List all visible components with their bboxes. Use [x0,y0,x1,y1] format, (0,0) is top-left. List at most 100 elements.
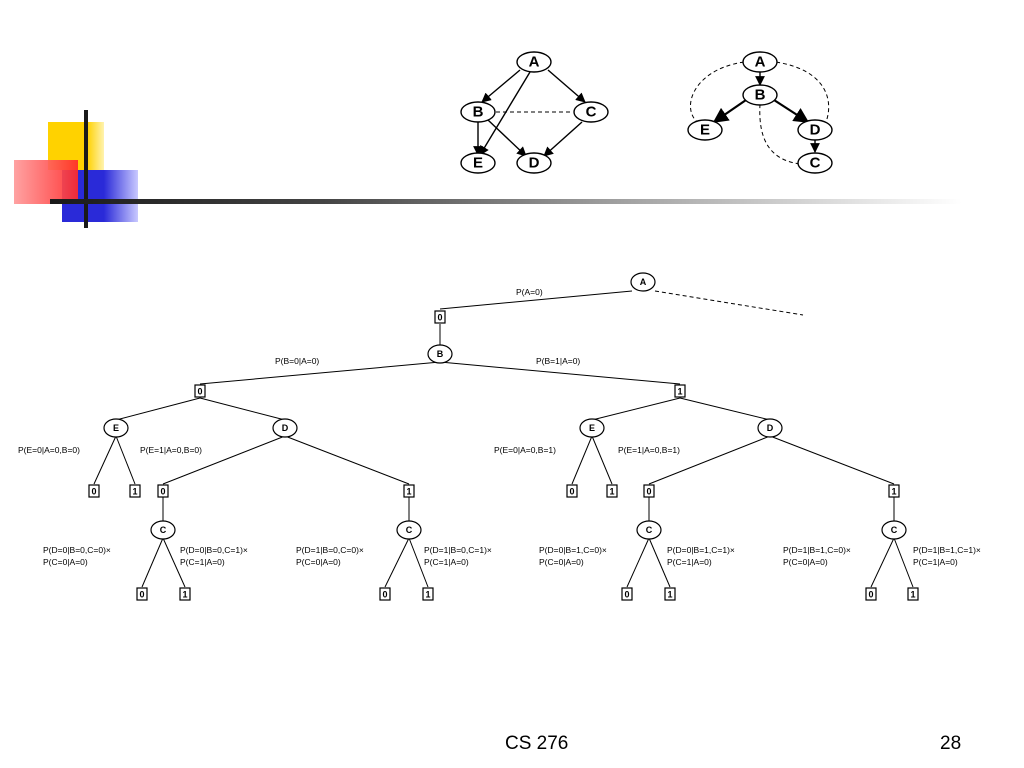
svg-text:B: B [755,87,766,104]
svg-text:C: C [406,525,413,535]
graph-node-c: C [573,101,609,123]
footer-page-number: 28 [940,733,962,754]
value-label-1: 1 [677,387,682,397]
prob-label: P(C=1|A=0) [667,557,712,567]
value-box-1 [606,484,618,498]
prob-label: P(C=1|A=0) [913,557,958,567]
svg-text:C: C [160,525,167,535]
prob-label: P(C=0|A=0) [539,557,584,567]
value-label-0: 0 [160,487,165,497]
decor-vertical-bar [84,110,88,228]
value-box-1 [674,384,686,398]
svg-text:C: C [891,525,898,535]
value-box-0 [621,587,633,601]
value-box-0 [379,587,391,601]
graph-node-b: B [460,101,496,123]
svg-text:C: C [810,155,821,172]
svg-text:D: D [282,423,289,433]
prob-label: P(C=1|A=0) [424,557,469,567]
value-box-1 [422,587,434,601]
svg-text:A: A [529,54,540,71]
tree-node-b: B [427,344,453,364]
svg-text:C: C [586,104,597,121]
tree-node-a: A [630,272,656,292]
prob-label: P(D=1|B=0,C=1)× [424,545,492,555]
value-label-1: 1 [891,487,896,497]
prob-label: P(E=0|A=0,B=1) [494,445,556,455]
prob-label: P(C=0|A=0) [783,557,828,567]
decor-red-block [14,160,78,204]
value-box-0 [194,384,206,398]
tree-node-e: E [103,418,129,438]
pseudo-node-e: E [687,119,723,141]
value-label-1: 1 [425,590,430,600]
prob-label: P(C=1|A=0) [180,557,225,567]
value-label-0: 0 [624,590,629,600]
value-box-0 [434,310,446,324]
value-label-0: 0 [91,487,96,497]
prob-label: P(E=1|A=0,B=1) [618,445,680,455]
prob-label: P(D=0|B=0,C=0)× [43,545,111,555]
value-label-1: 1 [182,590,187,600]
prob-label: P(E=1|A=0,B=0) [140,445,202,455]
prob-label: P(D=0|B=1,C=0)× [539,545,607,555]
value-box-0 [88,484,100,498]
value-box-1 [129,484,141,498]
prob-label: P(D=1|B=1,C=1)× [913,545,981,555]
pseudo-tree-right: A B E D C [687,51,833,174]
tree-node-c: C [150,520,176,540]
value-label-0: 0 [197,387,202,397]
svg-text:A: A [640,277,647,287]
prob-label: P(A=0) [516,287,543,297]
pseudo-node-d: D [797,119,833,141]
svg-text:A: A [755,54,766,71]
bayes-net-left: A B C E D [460,51,609,174]
graph-node-a: A [516,51,552,73]
value-box-0 [865,587,877,601]
search-tree [93,290,914,588]
pseudo-node-a: A [742,51,778,73]
value-label-0: 0 [437,313,442,323]
value-label-1: 1 [667,590,672,600]
value-label-1: 1 [132,487,137,497]
svg-text:E: E [113,423,119,433]
prob-label: P(D=0|B=0,C=1)× [180,545,248,555]
value-box-0 [643,484,655,498]
value-box-1 [179,587,191,601]
prob-label: P(B=0|A=0) [275,356,319,366]
value-label-1: 1 [910,590,915,600]
pseudo-node-c: C [797,152,833,174]
value-label-1: 1 [609,487,614,497]
svg-text:E: E [473,155,483,172]
value-box-1 [664,587,676,601]
prob-label: P(C=0|A=0) [296,557,341,567]
tree-node-c: C [881,520,907,540]
svg-text:D: D [810,122,821,139]
tree-node-e: E [579,418,605,438]
value-box-1 [403,484,415,498]
title-divider-line [50,199,962,204]
tree-node-c: C [636,520,662,540]
pseudo-node-b: B [742,84,778,106]
prob-label: P(C=0|A=0) [43,557,88,567]
prob-label: P(B=1|A=0) [536,356,580,366]
svg-text:E: E [589,423,595,433]
svg-text:C: C [646,525,653,535]
value-box-0 [566,484,578,498]
value-label-1: 1 [406,487,411,497]
svg-text:B: B [437,349,444,359]
graph-node-e: E [460,152,496,174]
value-label-0: 0 [139,590,144,600]
value-box-0 [136,587,148,601]
tree-node-d: D [272,418,298,438]
prob-label: P(D=1|B=1,C=0)× [783,545,851,555]
svg-text:B: B [473,104,484,121]
value-box-1 [907,587,919,601]
svg-text:E: E [700,122,710,139]
prob-label: P(E=0|A=0,B=0) [18,445,80,455]
tree-node-d: D [757,418,783,438]
value-label-0: 0 [382,590,387,600]
value-box-1 [888,484,900,498]
